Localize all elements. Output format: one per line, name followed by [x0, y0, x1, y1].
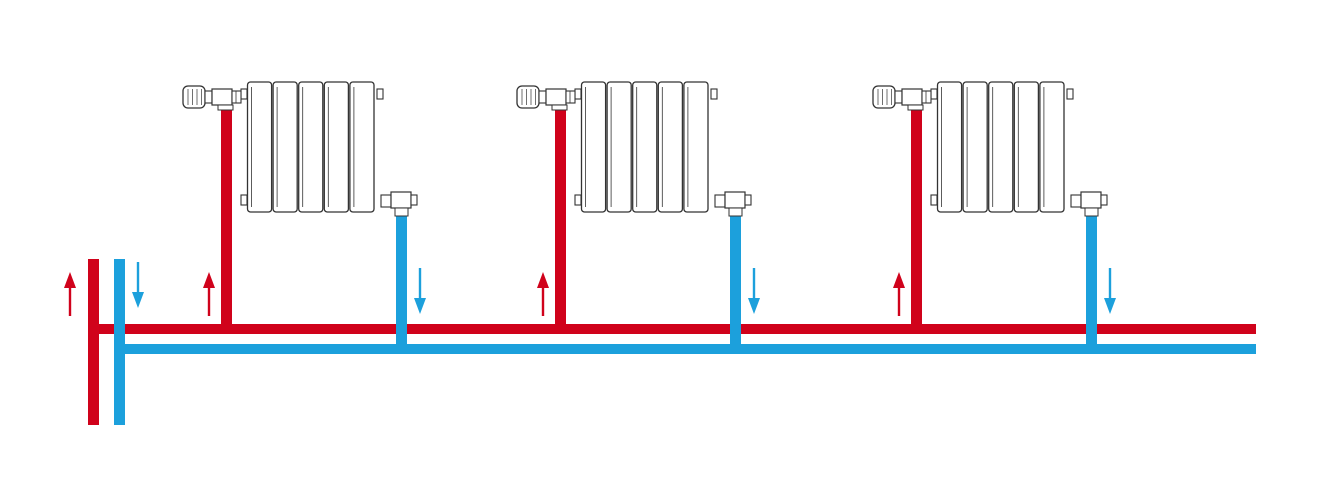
- supply-riser-up-arrow-icon: [64, 272, 76, 316]
- return-valve-union: [380, 194, 392, 208]
- radiator-section: [988, 81, 1014, 213]
- bottom-left-plug: [930, 194, 938, 206]
- return-valve-outlet-nut: [728, 207, 743, 217]
- flow-arrow-group: [64, 262, 1116, 316]
- return-valve-union: [714, 194, 726, 208]
- branch-return-down-arrow-icon: [414, 268, 426, 314]
- radiator-unit-2: [516, 81, 752, 346]
- return-valve-body: [1080, 191, 1102, 209]
- return-riser: [114, 259, 125, 425]
- thermostatic-valve-icon: [516, 85, 576, 111]
- top-right-plug: [710, 88, 718, 100]
- radiator-unit-1: [182, 81, 418, 346]
- branch-supply-up-arrow-icon: [537, 272, 549, 316]
- return-riser-down-arrow-icon: [132, 262, 144, 308]
- valve-inlet-nut: [907, 104, 924, 111]
- return-valve-outlet-nut: [1084, 207, 1099, 217]
- radiator-section: [606, 81, 632, 213]
- bottom-left-plug: [240, 194, 248, 206]
- return-valve-icon: [1070, 191, 1108, 217]
- thermostatic-valve-icon: [872, 85, 932, 111]
- branch-supply-up-arrow-icon: [893, 272, 905, 316]
- valve-body: [545, 88, 567, 106]
- return-branch-pipe: [730, 214, 741, 346]
- valve-body: [901, 88, 923, 106]
- radiator-section: [657, 81, 684, 213]
- radiator-section: [580, 81, 607, 213]
- arrow-head: [893, 272, 905, 288]
- thermostatic-valve-icon: [182, 85, 242, 111]
- valve-outlet-union: [921, 90, 932, 104]
- supply-branch-pipe: [221, 108, 232, 326]
- radiator-section: [1039, 81, 1065, 213]
- valve-inlet-nut: [217, 104, 234, 111]
- valve-outlet-union: [231, 90, 242, 104]
- return-valve-outlet-nut: [394, 207, 409, 217]
- return-valve-union: [1070, 194, 1082, 208]
- radiator-section: [298, 81, 324, 213]
- radiator-section: [349, 81, 375, 213]
- return-valve-cap: [410, 194, 418, 206]
- thermostat-collar: [538, 90, 547, 104]
- top-right-plug: [1066, 88, 1074, 100]
- return-branch-pipe: [1086, 214, 1097, 346]
- arrow-head: [537, 272, 549, 288]
- return-valve-cap: [1100, 194, 1108, 206]
- return-valve-cap: [744, 194, 752, 206]
- return-valve-body: [390, 191, 412, 209]
- return-valve-icon: [714, 191, 752, 217]
- arrow-head: [1104, 298, 1116, 314]
- arrow-head: [132, 292, 144, 308]
- radiator-group: [182, 81, 1108, 346]
- radiator-section: [632, 81, 658, 213]
- supply-riser: [88, 259, 99, 425]
- arrow-head: [748, 298, 760, 314]
- valve-inlet-nut: [551, 104, 568, 111]
- arrow-head: [203, 272, 215, 288]
- branch-return-down-arrow-icon: [1104, 268, 1116, 314]
- return-valve-body: [724, 191, 746, 209]
- bottom-left-plug: [574, 194, 582, 206]
- arrow-head: [414, 298, 426, 314]
- return-valve-icon: [380, 191, 418, 217]
- radiator-section: [246, 81, 273, 213]
- radiator-section: [936, 81, 963, 213]
- thermostat-collar: [204, 90, 213, 104]
- return-main: [114, 344, 1256, 354]
- return-branch-pipe: [396, 214, 407, 346]
- supply-main: [88, 324, 1256, 334]
- top-left-plug: [930, 88, 938, 100]
- radiator-section: [962, 81, 988, 213]
- valve-body: [211, 88, 233, 106]
- top-right-plug: [376, 88, 384, 100]
- radiator-section: [323, 81, 350, 213]
- radiator-section: [1013, 81, 1040, 213]
- supply-branch-pipe: [911, 108, 922, 326]
- branch-supply-up-arrow-icon: [203, 272, 215, 316]
- pipe-network: [88, 259, 1256, 425]
- top-left-plug: [240, 88, 248, 100]
- supply-branch-pipe: [555, 108, 566, 326]
- radiator-section: [272, 81, 298, 213]
- valve-outlet-union: [565, 90, 576, 104]
- arrow-head: [64, 272, 76, 288]
- top-left-plug: [574, 88, 582, 100]
- thermostat-collar: [894, 90, 903, 104]
- branch-return-down-arrow-icon: [748, 268, 760, 314]
- radiator-section: [683, 81, 709, 213]
- radiator-unit-3: [872, 81, 1108, 346]
